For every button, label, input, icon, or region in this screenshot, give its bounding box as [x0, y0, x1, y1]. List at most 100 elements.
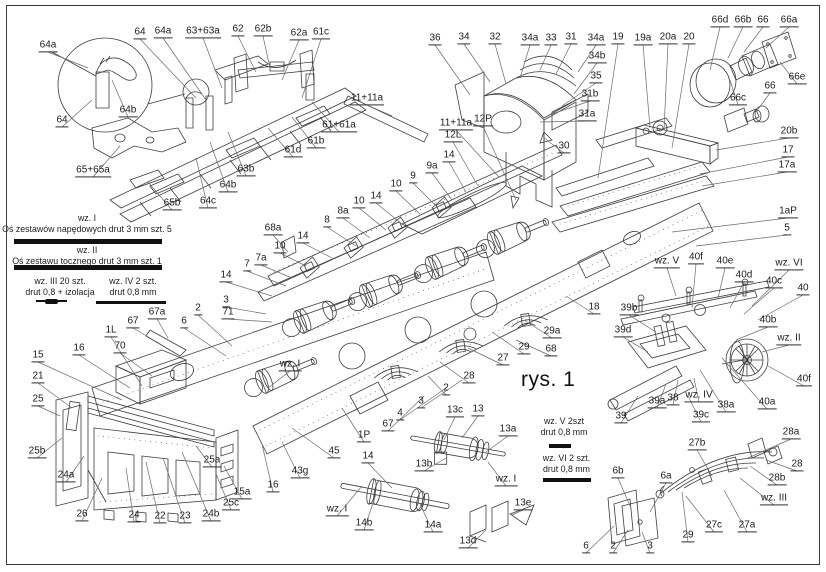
leader-line [761, 344, 790, 353]
note-line: drut 0,8 + izolacja [25, 286, 95, 297]
part-label: 14 [219, 269, 233, 283]
leader-line [467, 529, 487, 549]
part-label: 40f [688, 251, 704, 265]
part-label: 66 [756, 14, 770, 28]
part-label: 20 [682, 31, 696, 45]
leader-line [367, 462, 393, 489]
leader-line [162, 457, 186, 524]
part-label: 13e [513, 497, 533, 511]
part-label: wz. III [759, 492, 789, 506]
part-label: 15a [232, 486, 252, 500]
part-label: 3 [222, 294, 230, 308]
leader-line [195, 445, 213, 468]
part-label: 23 [178, 510, 192, 524]
part-label: 27c [704, 519, 724, 533]
leader-line [519, 44, 531, 79]
part-label: 24 [127, 509, 141, 523]
leader-line [555, 43, 572, 75]
leader-line [485, 435, 509, 453]
leaf-spring-drawing [656, 438, 782, 498]
leader-line [723, 489, 748, 533]
leader-line [612, 529, 629, 554]
part-label: wz. I [278, 358, 302, 372]
bracket-62-drawing [234, 50, 314, 100]
part-label: 28 [462, 370, 476, 384]
part-label: 10 [273, 240, 287, 254]
part-label: 14 [361, 450, 375, 464]
leader-line [110, 336, 143, 387]
front-posts-drawing [183, 56, 268, 130]
leader-line [482, 125, 517, 201]
leader-line [375, 202, 403, 225]
part-label: 14b [354, 517, 374, 531]
leader-line [487, 461, 507, 487]
leader-line [36, 437, 63, 459]
note-line: wz. V 2szt [543, 416, 585, 426]
part-label: 15 [31, 349, 45, 363]
part-label: 61b [306, 135, 326, 149]
part-label: 64a [38, 39, 58, 53]
wire-note: wz. IV 2 szt.drut 0,8 mm [92, 276, 174, 297]
leader-line [620, 395, 639, 424]
part-label: 31 [564, 31, 578, 45]
part-label: 66a [779, 14, 799, 28]
part-label: 12L [443, 129, 463, 143]
part-label: 2 [609, 540, 617, 554]
part-label: 64a [153, 25, 173, 39]
tender-truck-drawing [56, 392, 238, 522]
leader-line [729, 79, 739, 106]
part-label: 27a [737, 519, 757, 533]
leader-line [281, 441, 301, 479]
part-label: 1P [356, 429, 372, 443]
leader-line [494, 43, 507, 85]
part-label: 71 [221, 306, 235, 320]
part-label: 6b [611, 465, 625, 479]
leader-line [227, 131, 247, 177]
part-label: 25b [27, 445, 47, 459]
leader-line [363, 493, 377, 531]
leader-line [202, 37, 223, 89]
leader-line [671, 217, 789, 233]
leader-line [641, 531, 651, 554]
part-label: 7a [254, 252, 268, 266]
part-label: 68 [544, 343, 558, 357]
part-label: 7 [243, 258, 251, 272]
part-label: 61+61a [321, 119, 357, 133]
leader-line [543, 137, 565, 154]
wire-with-insulation-icon [36, 299, 67, 304]
leader-line [747, 438, 792, 459]
part-label: 9a [425, 160, 439, 174]
part-label: 2 [442, 382, 450, 396]
part-label: 39 [614, 410, 628, 424]
part-label: 13 [471, 403, 485, 417]
part-label: 24a [56, 469, 76, 483]
leader-line [427, 375, 447, 396]
part-label: 35 [589, 70, 603, 84]
note-line: wz. VI 2 szt. [542, 453, 591, 463]
leader-line [225, 306, 267, 315]
bracket-6-drawing [608, 490, 658, 546]
leader-line [717, 267, 726, 299]
leader-line [749, 465, 778, 486]
part-label: 67 [381, 418, 395, 432]
leader-line [272, 234, 289, 253]
leader-line [672, 379, 679, 406]
wire-note: wz. VI 2 szt.drut 0,8 mm [524, 453, 609, 474]
part-label: 39d [613, 324, 633, 338]
detail-circle-drawing [52, 38, 185, 132]
leader-line [649, 482, 667, 513]
leader-line [642, 44, 651, 129]
part-label: 64 [55, 114, 69, 128]
leader-line [715, 137, 790, 151]
part-label: 67a [147, 306, 167, 320]
part-label: 4 [396, 407, 404, 421]
part-label: 25a [202, 454, 222, 468]
leader-line [721, 357, 768, 410]
leader-line [779, 61, 798, 85]
part-label: 40f [796, 373, 812, 387]
part-label: 34a [520, 32, 540, 46]
axle-set-small-drawing [407, 426, 507, 476]
leader-line [695, 234, 788, 247]
part-label: 6a [659, 470, 673, 484]
